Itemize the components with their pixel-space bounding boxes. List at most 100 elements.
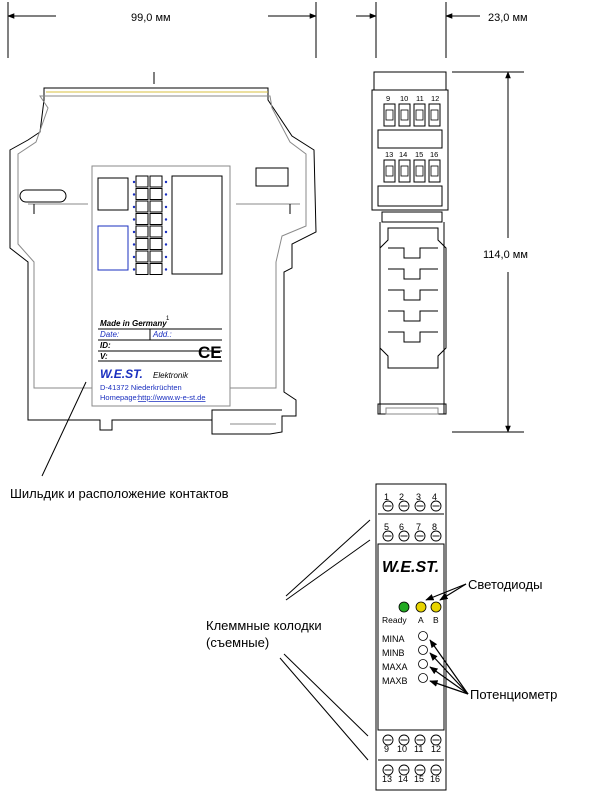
contact-dot	[164, 230, 168, 234]
pot-label-maxa: MAXA	[382, 662, 408, 672]
narrow-plug-connector	[379, 227, 447, 369]
contact-cell	[149, 225, 163, 238]
contact-cell	[149, 263, 163, 275]
terminal-screw	[385, 165, 394, 177]
pot-label-mina: MINA	[382, 634, 405, 644]
terminal-slot	[398, 159, 411, 183]
potentiometer-callout: Потенциометр	[470, 687, 557, 702]
terminal-screw	[430, 165, 439, 177]
contact-cell	[135, 263, 149, 275]
front-terminal-5: 5	[384, 522, 389, 532]
plug-step	[388, 268, 438, 280]
plug-step	[388, 310, 438, 322]
contact-cell	[135, 238, 149, 250]
contact-dot	[132, 180, 136, 184]
terminal-slot	[428, 159, 441, 183]
contact-dot	[132, 243, 136, 246]
nameplate-box-right	[171, 175, 223, 275]
front-terminal-13: 13	[382, 774, 392, 784]
plug-step	[388, 289, 438, 301]
plug-outline	[379, 227, 447, 369]
terminal-blocks-callout-lines	[279, 519, 371, 761]
nameplate-made-in: Made in Germany	[100, 319, 167, 328]
ce-mark: CE	[198, 343, 222, 362]
nameplate-add: Add.:	[152, 330, 172, 339]
front-terminal-15: 15	[414, 774, 424, 784]
front-terminal-1: 1	[384, 492, 389, 502]
contact-cell	[135, 200, 149, 213]
terminal-screw	[430, 109, 439, 121]
potentiometer-maxb[interactable]	[418, 673, 428, 683]
leds-callout: Светодиоды	[468, 577, 542, 592]
potentiometer-mina[interactable]	[418, 631, 428, 641]
ready-led	[398, 601, 410, 613]
contact-dot	[164, 268, 168, 271]
narrow-terminal-11: 11	[416, 94, 424, 103]
front-terminal-11: 11	[414, 744, 423, 754]
nameplate-caption: Шильдик и расположение контактов	[10, 486, 229, 501]
narrow-terminal-14: 14	[399, 150, 407, 159]
nameplate-id: ID:	[100, 341, 111, 350]
nameplate-brand-sub: Elektronik	[153, 371, 189, 380]
narrow-terminal-10: 10	[400, 94, 408, 103]
contact-cell	[149, 188, 163, 200]
contact-dot	[132, 255, 136, 259]
potentiometer-maxa[interactable]	[418, 659, 428, 669]
terminal-screw	[400, 165, 409, 177]
terminal-blocks-callout-line1: Клеммные колодки	[206, 618, 322, 633]
nameplate-date: Date:	[100, 330, 119, 339]
front-terminal-14: 14	[398, 774, 408, 784]
contact-cell	[135, 175, 149, 188]
contact-dot	[164, 218, 168, 221]
contact-cell	[149, 175, 163, 188]
narrow-top-numbers: 9 10 11 12 13 14 15 16	[385, 94, 439, 159]
narrow-terminal-16: 16	[430, 150, 438, 159]
contact-cell	[149, 213, 163, 225]
plug-step	[388, 331, 438, 343]
contact-cell	[149, 238, 163, 250]
led-label-ready: Ready	[382, 615, 407, 625]
front-terminal-9: 9	[384, 744, 389, 754]
width-label: 99,0 мм	[131, 12, 171, 24]
front-terminal-numbers: 1 2 3 4 5 6 7 8 9 10 11 12 13 14 15 16	[382, 492, 441, 784]
height-label: 114,0 мм	[483, 249, 528, 261]
led-label-b: B	[433, 615, 439, 625]
nameplate-contact-grid	[132, 175, 168, 275]
front-terminal-3: 3	[416, 492, 421, 502]
front-terminal-10: 10	[397, 744, 407, 754]
contact-dot	[132, 205, 136, 209]
contact-dot	[132, 230, 136, 234]
narrow-terminal-9: 9	[386, 94, 390, 103]
contact-cell	[135, 188, 149, 200]
led-label-a: A	[418, 615, 424, 625]
potentiometer-minb[interactable]	[418, 645, 428, 655]
contact-dot	[132, 268, 136, 271]
dimension-height	[452, 71, 524, 433]
pot-label-maxb: MAXB	[382, 676, 408, 686]
narrow-terminal-12: 12	[431, 94, 439, 103]
nameplate-address: D-41372 Niederkrüchten	[100, 383, 182, 392]
front-terminal-2: 2	[399, 492, 404, 502]
nameplate-superscript: 1	[166, 316, 170, 322]
caption-leader-line	[41, 381, 87, 477]
narrow-terminal-15: 15	[415, 150, 423, 159]
plug-step	[388, 247, 438, 259]
terminal-slot	[398, 103, 411, 127]
terminal-blocks-callout-line2: (съемные)	[206, 635, 269, 650]
contact-cell	[135, 225, 149, 238]
contact-dot	[164, 180, 168, 184]
terminal-screw	[415, 165, 424, 177]
dimension-width	[7, 2, 317, 58]
terminal-slot	[413, 159, 426, 183]
front-view	[375, 483, 447, 791]
nameplate-homepage-url: http://www.w-e-st.de	[138, 393, 206, 402]
terminal-screw	[385, 109, 394, 121]
dimension-depth	[356, 2, 480, 58]
nameplate-box-left-bottom	[97, 225, 129, 271]
terminal-slot	[413, 103, 426, 127]
contact-dot	[164, 205, 168, 209]
contact-dot	[132, 218, 136, 221]
nameplate-box-left-top	[97, 177, 129, 211]
terminal-base	[377, 185, 443, 207]
